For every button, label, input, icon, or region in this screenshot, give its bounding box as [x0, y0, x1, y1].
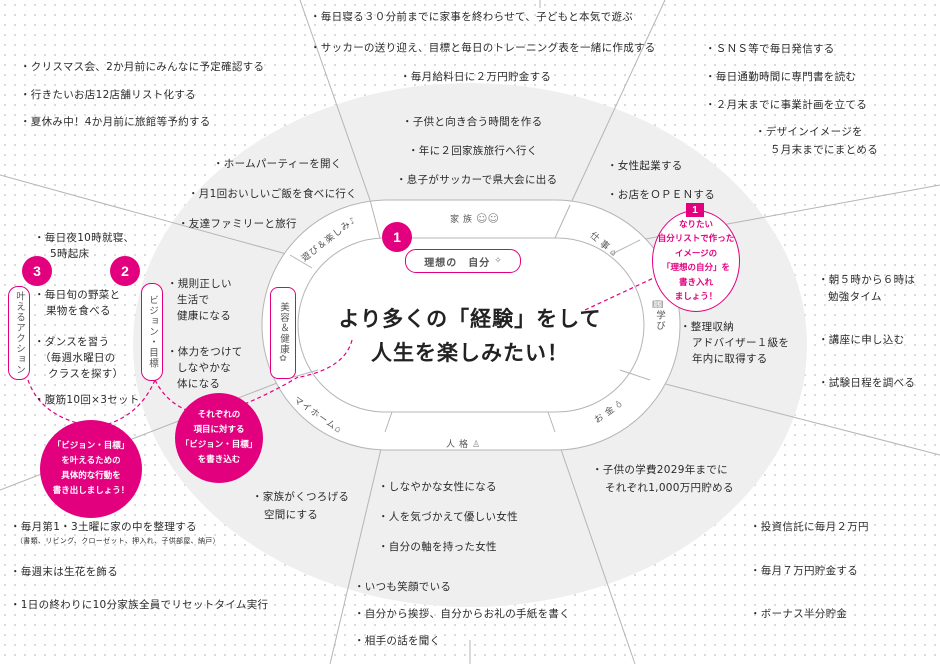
- learning-vision-1: ・整理収納: [680, 321, 734, 333]
- action-callout: 「ビジョン・目標」 を叶えるための 具体的な行動を 書き出しましょう！: [40, 420, 142, 518]
- play-action-1: ・クリスマス会、2か月前にみんなに予定確認する: [20, 61, 265, 73]
- work-action-1: ・ＳＮＳ等で毎日発信する: [705, 43, 835, 55]
- beauty-action-1: ・毎日夜10時就寝、: [34, 232, 135, 244]
- category-family: 家族☺☺: [450, 212, 499, 225]
- play-vision-1: ・ホームパーティーを開く: [213, 158, 342, 170]
- learning-action-1b: 勉強タイム: [828, 291, 882, 303]
- beauty-vision-2: ・体力をつけて: [167, 346, 243, 358]
- myhome-action-3: ・1日の終わりに10分家族全員でリセットタイム実行: [10, 599, 269, 611]
- beauty-action-2: ・毎日旬の野菜と: [34, 289, 121, 301]
- step-badge-2: 2: [110, 256, 140, 286]
- family-action-3: ・毎月給料日に２万円貯金する: [400, 71, 552, 83]
- band-separators: [289, 199, 651, 433]
- money-vision-1b: それぞれ1,000万円貯める: [605, 482, 734, 494]
- beauty-vision-2b: しなやかな: [177, 362, 231, 374]
- family-faces-icon: ☺☺: [476, 212, 499, 225]
- family-action-2: ・サッカーの送り迎え、目標と毎日のトレーニング表を一緒に作成する: [310, 42, 656, 54]
- beauty-vision-1b: 生活で: [177, 294, 210, 306]
- character-vision-1: ・しなやかな女性になる: [378, 481, 497, 493]
- flower-icon: ✿: [279, 354, 287, 365]
- family-vision-1: ・子供と向き合う時間を作る: [402, 116, 543, 128]
- center-statement: より多くの「経験」をして 人生を楽しみたい！: [330, 302, 610, 370]
- character-action-1: ・いつも笑顔でいる: [354, 581, 452, 593]
- beauty-vision-1c: 健康になる: [177, 310, 231, 322]
- vision-callout: それぞれの 項目に対する 「ビジョン・目標」 を書き込む: [175, 393, 263, 483]
- beauty-vision-1: ・規則正しい: [167, 278, 232, 290]
- play-vision-3: ・友達ファミリーと旅行: [178, 218, 297, 230]
- category-character: 人格♙: [446, 440, 481, 450]
- beauty-action-3b: （毎週水曜日の: [40, 352, 116, 364]
- play-action-3: ・夏休み中！4か月前に旅館等予約する: [20, 116, 211, 128]
- work-vision-1: ・女性起業する: [607, 160, 683, 172]
- work-action-2: ・毎日通勤時間に専門書を読む: [705, 71, 857, 83]
- character-vision-2: ・人を気づかえて優しい女性: [378, 511, 518, 523]
- family-vision-2: ・年に２回家族旅行へ行く: [408, 145, 538, 157]
- myhome-action-1-note: （書類、リビング、クローゼット、押入れ、子供部屋、納戸）: [16, 537, 220, 545]
- money-vision-1: ・子供の学費2029年までに: [592, 464, 728, 476]
- center-line-1: より多くの「経験」をして: [338, 307, 602, 331]
- learning-vision-1c: 年内に取得する: [692, 353, 768, 365]
- category-beauty-health: 美容＆健康 ✿: [270, 287, 296, 379]
- book-icon: 📖︎: [652, 300, 664, 310]
- money-action-3: ・ボーナス半分貯金: [750, 608, 848, 620]
- work-action-3: ・２月末までに事業計画を立てる: [705, 99, 867, 111]
- work-action-4b: ５月末までにまとめる: [770, 144, 878, 156]
- beauty-action-3c: クラスを探す）: [48, 368, 124, 380]
- work-action-4: ・デザインイメージを: [755, 126, 863, 138]
- myhome-vision-1b: 空間にする: [264, 509, 319, 521]
- character-vision-3: ・自分の軸を持った女性: [378, 541, 497, 553]
- learning-action-2: ・講座に申し込む: [818, 334, 905, 346]
- myhome-action-1: ・毎月第1・3土曜に家の中を整理する: [10, 521, 197, 533]
- ideal-self-text: 理想の 自分: [424, 257, 491, 269]
- play-vision-2: ・月1回おいしいご飯を食べに行く: [188, 188, 357, 200]
- beauty-vision-2c: 体になる: [177, 378, 221, 390]
- step-badge-1: 1: [382, 222, 412, 252]
- money-action-2: ・毎月７万円貯金する: [750, 565, 858, 577]
- family-action-1: ・毎日寝る３０分前までに家事を終わらせて、子どもと本気で遊ぶ: [310, 11, 634, 23]
- money-action-1: ・投資信託に毎月２万円: [750, 521, 869, 533]
- beauty-action-2b: 果物を食べる: [46, 305, 111, 317]
- ideal-self-callout: なりたい 自分リストで作った イメージの 「理想の自分」を 書き入れ ましょう！: [652, 210, 740, 312]
- beauty-action-3: ・ダンスを習う: [34, 336, 110, 348]
- inner-track: [297, 237, 645, 413]
- myhome-vision-1: ・家族がくつろげる: [252, 491, 350, 503]
- work-vision-2: ・お店をＯＰＥＮする: [607, 189, 715, 201]
- play-action-2: ・行きたいお店12店舗リスト化する: [20, 89, 196, 101]
- learning-action-1: ・朝５時から６時は: [818, 274, 916, 286]
- learning-vision-1b: アドバイザー１級を: [692, 337, 790, 349]
- ideal-self-label: 理想の 自分 ✧: [405, 249, 521, 273]
- step-badge-3: 3: [22, 256, 52, 286]
- character-action-2: ・自分から挨拶、自分からお礼の手紙を書く: [354, 608, 570, 620]
- character-action-3: ・相手の話を聞く: [354, 635, 441, 647]
- beauty-action-1b: 5時起床: [50, 248, 90, 260]
- sparkle-icon: ✧: [494, 256, 502, 266]
- center-line-2: 人生を楽しみたい！: [371, 341, 569, 365]
- callout-badge-1: 1: [686, 203, 704, 217]
- myhome-action-2: ・毎週末は生花を飾る: [10, 566, 118, 578]
- action-pill: 叶えるアクション: [8, 286, 30, 380]
- learning-action-3: ・試験日程を調べる: [818, 377, 916, 389]
- category-learning: 📖︎ 学び: [652, 300, 665, 331]
- beauty-action-4: ・腹筋10回×3セット: [34, 394, 140, 406]
- person-icon: ♙: [472, 440, 481, 450]
- vision-goal-pill: ビジョン・目標: [141, 283, 163, 381]
- family-vision-3: ・息子がサッカーで県大会に出る: [396, 174, 558, 186]
